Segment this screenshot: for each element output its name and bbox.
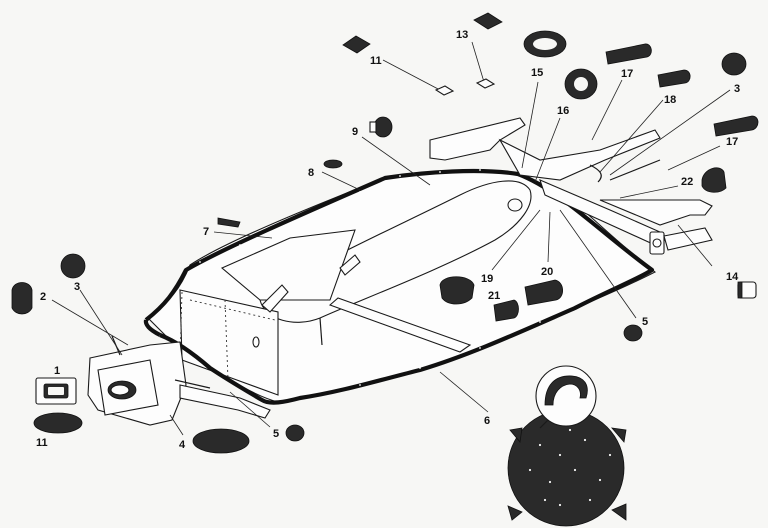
pad-part-11 bbox=[342, 35, 371, 54]
leader-lines bbox=[51, 41, 731, 436]
grommet-part-3b bbox=[721, 52, 747, 76]
callout-16: 16 bbox=[557, 105, 569, 117]
callout-3-right: 3 bbox=[734, 83, 740, 95]
plug-part-8 bbox=[323, 159, 343, 169]
plug-part-5a bbox=[623, 324, 643, 342]
callout-5-right: 5 bbox=[642, 316, 648, 328]
grommet-part-19 bbox=[439, 276, 475, 305]
mount-part-9 bbox=[373, 116, 393, 138]
boot-part-22 bbox=[701, 167, 727, 193]
callout-7: 7 bbox=[203, 226, 209, 238]
bushing-part-21 bbox=[493, 299, 519, 322]
callout-8: 8 bbox=[308, 167, 314, 179]
floor-pan bbox=[143, 168, 657, 405]
loose-parts bbox=[11, 12, 759, 454]
mat-disc bbox=[507, 409, 625, 527]
callout-17-right: 17 bbox=[726, 136, 738, 148]
callout-22: 22 bbox=[681, 176, 693, 188]
callout-11-top: 11 bbox=[370, 55, 382, 67]
callout-6: 6 bbox=[484, 415, 490, 427]
callout-20: 20 bbox=[541, 266, 553, 278]
plug-part-18 bbox=[657, 69, 691, 88]
callout-14: 14 bbox=[726, 271, 739, 283]
plug-part-17b bbox=[713, 115, 759, 137]
detail-inset bbox=[507, 365, 627, 527]
callout-15: 15 bbox=[531, 67, 543, 79]
plug-part-5b bbox=[285, 424, 305, 442]
callout-5-bottom: 5 bbox=[273, 428, 279, 440]
pad-part-4 bbox=[192, 428, 250, 454]
pad-part-13 bbox=[473, 12, 503, 30]
callout-2: 2 bbox=[40, 291, 46, 303]
front-frame bbox=[429, 117, 713, 255]
callout-3-left: 3 bbox=[74, 281, 80, 293]
grommet-part-3a bbox=[60, 253, 86, 279]
callout-18: 18 bbox=[664, 94, 676, 106]
callout-11-bottom: 11 bbox=[36, 437, 48, 449]
callout-4: 4 bbox=[179, 439, 186, 451]
plug-part-17a bbox=[605, 43, 652, 65]
callout-21: 21 bbox=[488, 290, 500, 302]
callout-13: 13 bbox=[456, 29, 468, 41]
callout-1: 1 bbox=[54, 365, 60, 377]
pad-part-11b bbox=[33, 412, 83, 434]
callout-labels: 1 2 3 3 4 5 5 6 7 8 9 11 11 13 14 15 16 … bbox=[36, 29, 740, 451]
screw-part-7 bbox=[217, 217, 241, 228]
callout-17-top: 17 bbox=[621, 68, 633, 80]
callout-9: 9 bbox=[352, 126, 358, 138]
bushing-part-20 bbox=[524, 279, 564, 306]
mount-part-2 bbox=[11, 282, 33, 315]
callout-19: 19 bbox=[481, 273, 493, 285]
rear-frame bbox=[87, 335, 271, 426]
